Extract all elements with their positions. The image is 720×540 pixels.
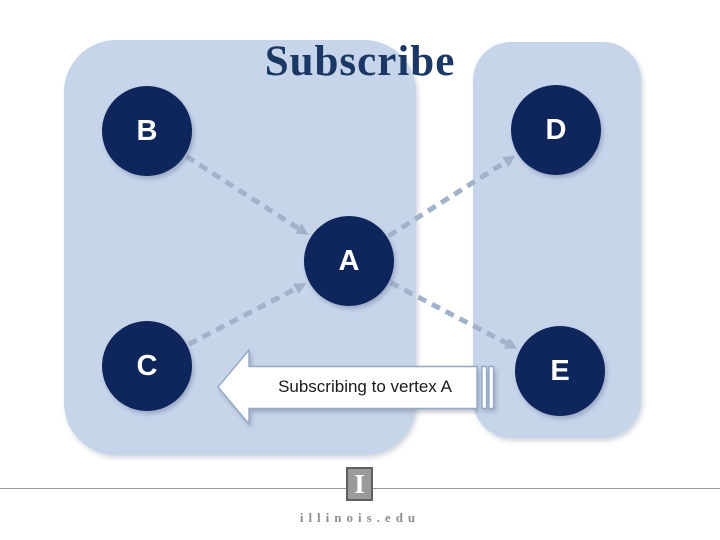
slide-title: Subscribe (264, 38, 456, 85)
right-group-panel (473, 42, 641, 438)
callout-label: Subscribing to vertex A (278, 377, 452, 396)
footer-domain: illinois.edu (299, 510, 421, 525)
logo-letter: I (354, 468, 365, 499)
illinois-logo: I (346, 467, 373, 501)
